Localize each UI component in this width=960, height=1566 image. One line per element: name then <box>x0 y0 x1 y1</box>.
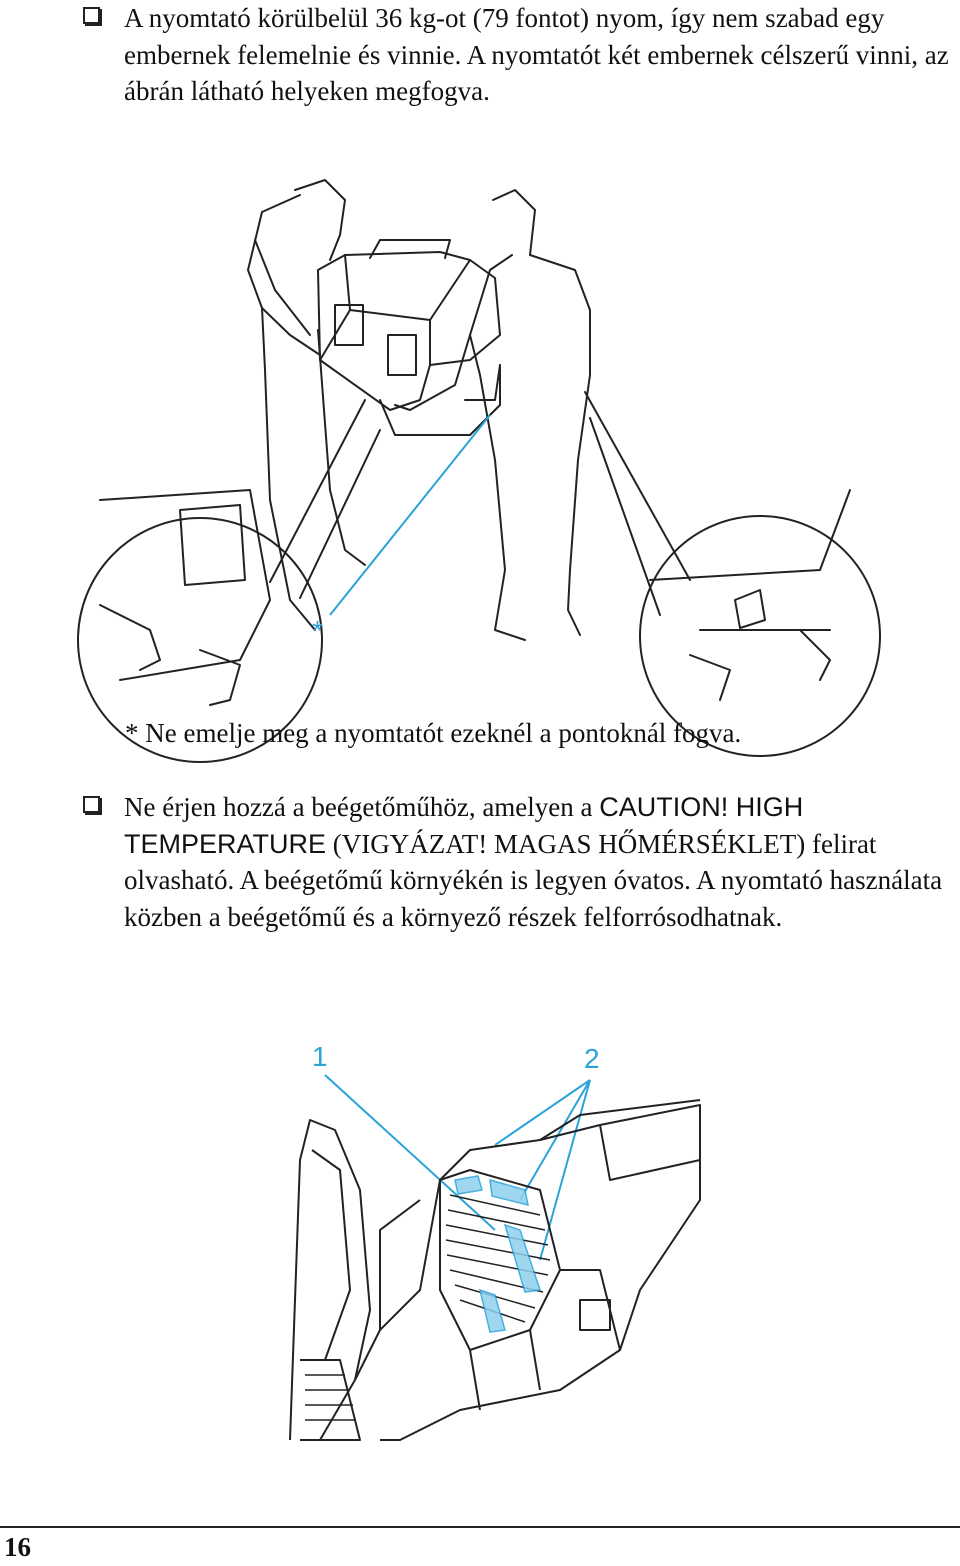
callout-label-2: 2 <box>584 1043 600 1074</box>
callout-label-1: 1 <box>312 1041 328 1072</box>
checkbox-bullet-icon <box>83 796 100 813</box>
no-lift-marker: * <box>312 615 323 646</box>
footer-rule <box>0 1526 960 1528</box>
bullet-carry-printer: A nyomtató körülbelül 36 kg-ot (79 fonto… <box>83 0 954 110</box>
figure-fuser-unit: 1 2 <box>289 1041 701 1441</box>
bullet-fuser-warning: Ne érjen hozzá a beégetőműhöz, amelyen a… <box>83 789 954 935</box>
page-number: 16 <box>4 1532 31 1562</box>
bullet-text: Ne érjen hozzá a beégetőműhöz, amelyen a… <box>124 792 943 932</box>
figure-lifting-printer: * <box>77 179 881 763</box>
figure-note: * Ne emelje meg a nyomtatót ezeknél a po… <box>125 718 742 748</box>
checkbox-bullet-icon <box>83 7 100 24</box>
caution-label: CAUTION! HIGH TEMPERATURE <box>124 792 804 859</box>
bullet-text: A nyomtató körülbelül 36 kg-ot (79 fonto… <box>124 3 949 106</box>
